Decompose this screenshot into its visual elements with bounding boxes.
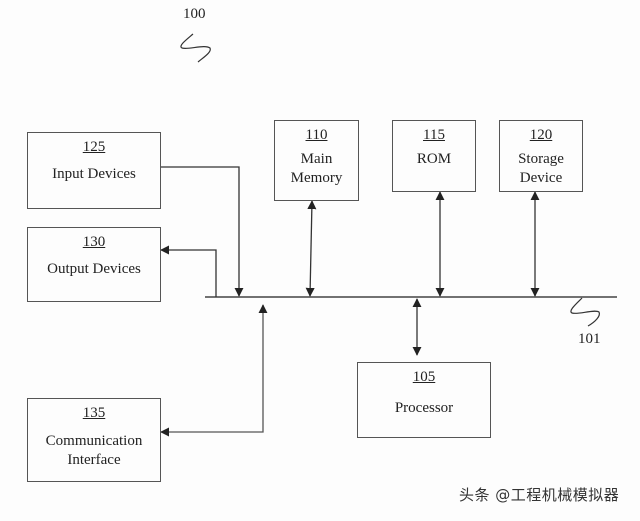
processor-ref: 105 bbox=[412, 369, 436, 385]
figure-ref-label: 100 bbox=[183, 6, 206, 22]
main-memory-ref: 110 bbox=[305, 127, 328, 143]
communication-interface-box: 135 Communication Interface bbox=[27, 398, 161, 482]
processor-box: 105 Processor bbox=[357, 362, 491, 438]
bus-to-output-connector bbox=[160, 245, 217, 297]
figure-ref-squiggle bbox=[180, 33, 211, 63]
output-devices-ref: 130 bbox=[82, 234, 106, 250]
main-memory-box: 110 Main Memory bbox=[274, 120, 359, 201]
input-devices-ref: 125 bbox=[82, 139, 106, 155]
storage-device-box: 120 Storage Device bbox=[499, 120, 583, 192]
storage-device-label: Storage Device bbox=[518, 151, 564, 186]
rom-ref: 115 bbox=[423, 127, 445, 143]
communication-interface-label: Communication Interface bbox=[45, 433, 143, 468]
memory-bus-connector bbox=[305, 200, 317, 297]
output-devices-box: 130 Output Devices bbox=[27, 227, 161, 302]
rom-box: 115 ROM bbox=[392, 120, 476, 192]
input-to-bus-connector bbox=[160, 166, 244, 297]
comm-bus-connector bbox=[160, 304, 268, 437]
processor-label: Processor bbox=[394, 400, 454, 416]
rom-label: ROM bbox=[416, 151, 452, 167]
output-devices-label: Output Devices bbox=[47, 261, 141, 277]
storage-device-ref: 120 bbox=[529, 127, 553, 143]
watermark: 头条 @工程机械模拟器 bbox=[459, 486, 620, 504]
communication-interface-ref: 135 bbox=[82, 405, 106, 421]
input-devices-box: 125 Input Devices bbox=[27, 132, 161, 209]
bus-ref-squiggle bbox=[570, 297, 600, 327]
bus-ref-label: 101 bbox=[578, 331, 601, 347]
main-memory-label: Main Memory bbox=[290, 151, 343, 186]
input-devices-label: Input Devices bbox=[52, 166, 136, 182]
